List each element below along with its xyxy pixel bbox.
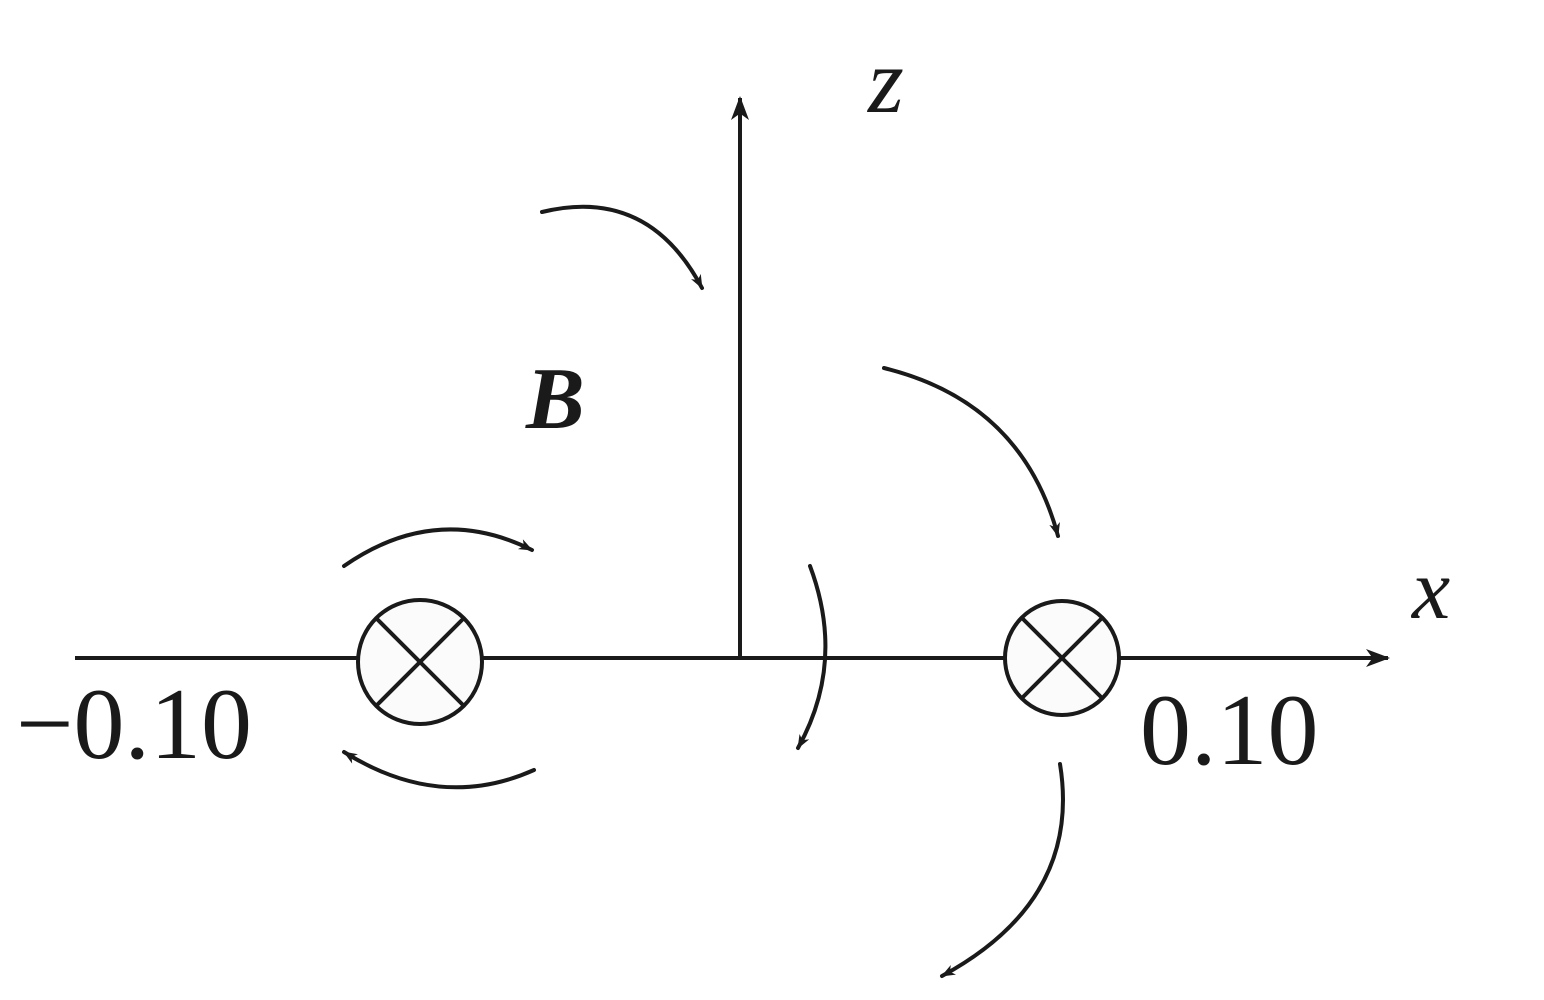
field-arc-center (796, 564, 828, 750)
x-axis-label: x (1410, 541, 1450, 637)
right-wire-cross-line-2 (1020, 616, 1104, 700)
left-wire-current-into-page-symbol (356, 598, 484, 726)
z-axis-label: z (866, 30, 904, 132)
field-arc-left-wire-top (342, 527, 534, 568)
left-wire-cross-line-2 (375, 617, 465, 707)
field-arc-left-wire-bottom (342, 750, 536, 790)
right-wire-current-into-page-symbol (1003, 599, 1121, 717)
field-arc-upper-center (540, 204, 704, 290)
field-arc-right-wire-bottom (940, 762, 1065, 978)
field-arc-right-wire-top (882, 366, 1060, 538)
magnetic-field-label: B (525, 351, 585, 448)
right-tick-label: 0.10 (1140, 674, 1319, 787)
left-tick-label: −0.10 (16, 668, 252, 781)
